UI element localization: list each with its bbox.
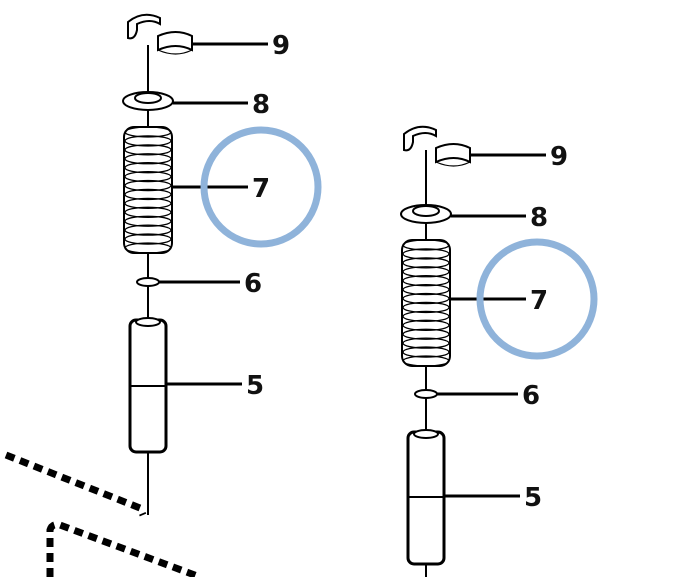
valve-spring-left [123,126,173,254]
spring-coil [402,239,450,251]
spring-coil [402,248,450,260]
spring-coil [124,144,172,156]
spring-coil [402,292,450,305]
spring-coils [124,126,172,254]
spring-coil [402,257,450,269]
callout-label-6-right: 6 [522,381,540,411]
callout-label-8-left: 8 [252,90,270,120]
highlight-circle-left [200,126,322,248]
callout-label-5-right: 5 [524,483,542,513]
spring-coil [124,242,172,254]
spring-coil [402,337,450,349]
spring-coil [402,275,450,287]
spring-coil [124,233,172,245]
callout-label-9-right: 9 [550,142,568,172]
spring-coil [124,206,172,218]
callout-label-6-left: 6 [244,269,262,299]
spring-coil [124,135,172,147]
spring-coils [402,239,450,367]
spring-coil [124,224,172,236]
highlight-circle-right [476,238,598,360]
valve-stem-seal-right [414,389,438,399]
spring-coil [402,346,450,358]
spring-coil [124,179,172,192]
spring-coil [124,162,172,174]
callout-label-8-right: 8 [530,203,548,233]
valve-collets-left [127,13,193,55]
spring-coil [124,153,172,165]
right-valve-assembly: 9 8 7 6 5 [400,125,598,577]
valve-stem-seal-left [136,277,160,287]
spring-retainer-right [400,204,452,224]
spring-retainer-left [122,91,174,111]
valve-guide-right [406,429,446,566]
spring-coil [402,355,450,367]
spring-coil [124,215,172,227]
spring-coil [124,126,172,138]
spring-coil [402,301,450,314]
callout-label-7-right: 7 [530,286,548,316]
callout-label-9-left: 9 [272,31,290,61]
left-valve-assembly: 9 8 7 6 5 [122,13,322,515]
valve-guide-left [128,317,168,454]
spring-coil [402,328,450,340]
valve-spring-right [401,239,451,367]
spring-coil [124,170,172,183]
spring-coil [402,266,450,278]
spring-coil [124,188,172,201]
spring-coil [124,197,172,210]
valve-collets-right [403,125,471,167]
cylinder-head-outline [4,451,202,577]
spring-coil [402,319,450,331]
spring-coil [402,283,450,296]
callout-label-5-left: 5 [246,371,264,401]
spring-coil [402,310,450,323]
callout-label-7-left: 7 [252,174,270,204]
